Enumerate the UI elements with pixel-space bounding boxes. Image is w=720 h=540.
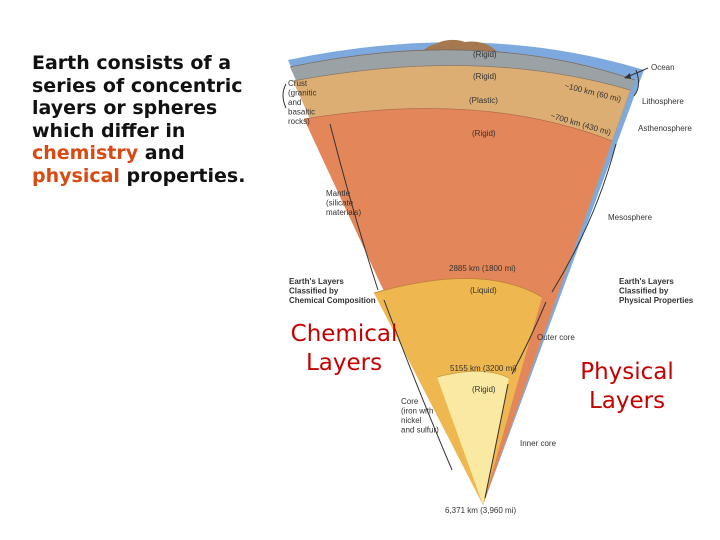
intro-line: Earth consists of a (32, 52, 232, 74)
physical-classification-label-line: Earth's Layers (619, 277, 674, 286)
boundary-line (436, 370, 510, 379)
inner-core-label: Inner core (520, 439, 557, 448)
state-label-rigid-lithosphere: (Rigid) (473, 72, 497, 81)
chemical-classification-label-line: Earth's Layers (289, 277, 344, 286)
physical-classification-label-line: Classified by (619, 287, 669, 296)
core-label-line: nickel (401, 416, 422, 425)
outer-core-bracket (511, 301, 547, 375)
state-label-liquid: (Liquid) (470, 286, 497, 295)
ocean-pointer-arrow (624, 73, 631, 79)
state-label-rigid-mesosphere: (Rigid) (472, 129, 496, 138)
crust-label-line: and (288, 98, 301, 107)
crust-label-line: (granitic (288, 89, 316, 98)
physical-layers-line: Layers (588, 388, 666, 414)
ocean-label: Ocean (651, 63, 675, 72)
boundary-line (303, 108, 613, 142)
boundary-line (373, 278, 543, 298)
depth-label-6371: 6,371 km (3,960 mi) (445, 506, 516, 515)
physical-classification-label-line: Physical Properties (619, 296, 694, 305)
state-label-plastic: (Plastic) (469, 96, 498, 105)
crust-label-line: rocks) (288, 117, 310, 126)
inner-core-layer (437, 371, 509, 505)
mantle-label-line: Mantle (326, 189, 351, 198)
core-label-line: Core (401, 397, 419, 406)
intro-line: chemistry and (32, 142, 282, 165)
core-bracket (383, 299, 453, 471)
boundary-line (292, 65, 631, 91)
core-label-line: and sulfur) (401, 426, 439, 435)
mesosphere-bracket (551, 143, 617, 293)
intro-line: series of concentric (32, 74, 243, 97)
boundary-line (289, 49, 636, 81)
physical-layers-title: Physical Layers (562, 358, 692, 416)
intro-conjunction: and (138, 142, 185, 164)
depth-label-5155: 5155 km (3200 mi) (450, 364, 517, 373)
chemical-layers-line: Chemical (290, 321, 398, 347)
highlight-chemistry: chemistry (32, 142, 139, 164)
core-label-line: (iron with (401, 407, 433, 416)
crust-label-line: basaltic (288, 108, 315, 117)
mesosphere-label: Mesosphere (608, 213, 653, 222)
intro-tail: properties. (119, 164, 246, 187)
mantle-label-line: (silicate (326, 199, 354, 208)
inner-core-bracket (484, 383, 509, 499)
intro-line: layers or spheres (32, 97, 218, 119)
chemical-layers-title: Chemical Layers (278, 320, 410, 378)
outer-core-label: Outer core (537, 333, 575, 342)
highlight-physical: physical (32, 164, 120, 187)
chemical-classification-label-line: Chemical Composition (289, 296, 376, 305)
crust-label-line: Crust (288, 79, 308, 88)
intro-text: Earth consists of a series of concentric… (32, 52, 282, 187)
chemical-layers-line: Layers (305, 350, 383, 376)
intro-line: which differ in (32, 119, 186, 142)
crust-bracket (282, 83, 287, 109)
chemical-classification-label-line: Classified by (289, 287, 339, 296)
physical-layers-line: Physical (580, 359, 674, 385)
asthenosphere-label: Asthenosphere (638, 124, 692, 133)
state-label-rigid-inner: (Rigid) (472, 385, 496, 394)
intro-line: physical properties. (32, 165, 282, 188)
depth-label-2885: 2885 km (1800 mi) (449, 264, 516, 273)
mantle-bracket (329, 123, 379, 291)
state-label-rigid-crust: (Rigid) (473, 50, 497, 59)
mantle-label-line: materials) (326, 208, 361, 217)
lithosphere-label: Lithosphere (642, 97, 684, 106)
